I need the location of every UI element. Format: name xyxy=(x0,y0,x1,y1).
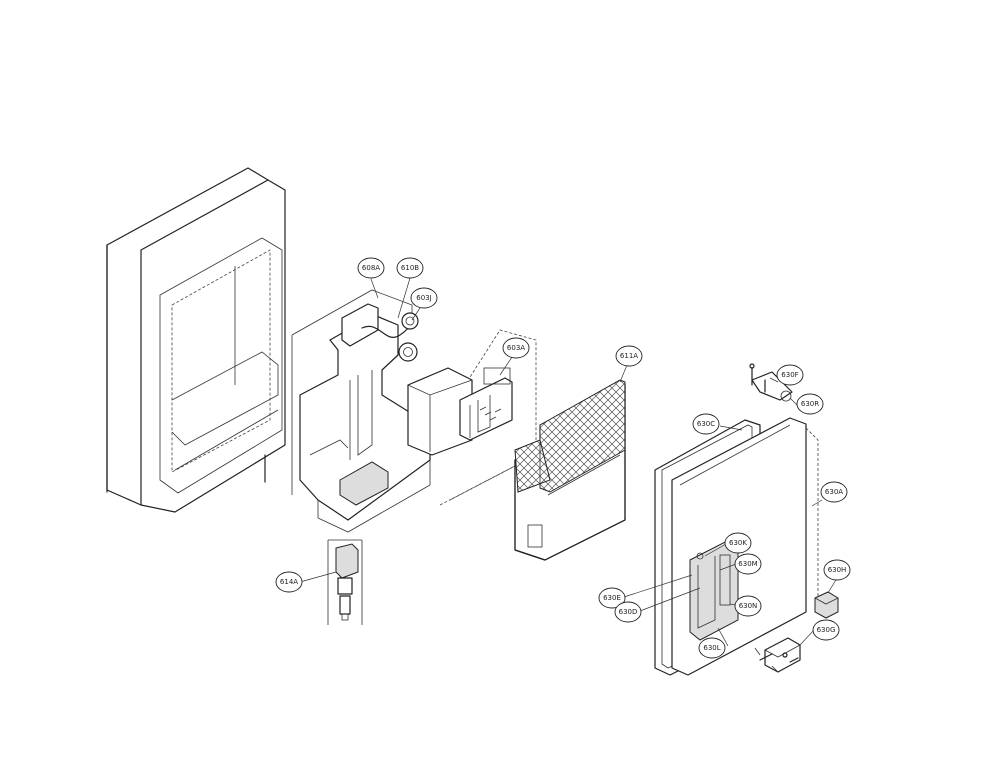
callout-630D: 630D xyxy=(614,601,642,623)
callout-label: 614A xyxy=(280,578,298,586)
callout-630F: 630F xyxy=(776,364,804,386)
callout-label: 611A xyxy=(620,352,638,360)
callout-603A: 603A xyxy=(502,337,530,359)
callout-label: 630D xyxy=(619,608,638,616)
callout-label: 630M xyxy=(738,560,757,568)
callout-630C: 630C xyxy=(692,413,720,435)
callout-label: 630H xyxy=(828,566,847,574)
callout-label: 603J xyxy=(416,294,431,302)
callout-630M: 630M xyxy=(734,553,762,575)
callout-label: 603A xyxy=(507,344,525,352)
callout-630A: 630A xyxy=(820,481,848,503)
door-liner-panel xyxy=(106,167,286,513)
callout-630E: 630E xyxy=(598,587,626,609)
callout-630G: 630G xyxy=(812,619,840,641)
callout-614A: 614A xyxy=(275,571,303,593)
callout-608A: 608A xyxy=(357,257,385,279)
switch-actuator-614A xyxy=(327,539,363,625)
callout-label: 630C xyxy=(697,420,715,428)
callout-630L: 630L xyxy=(698,637,726,659)
callout-630R: 630R xyxy=(796,393,824,415)
wire-harness xyxy=(361,312,419,362)
callout-630N: 630N xyxy=(734,595,762,617)
callout-label: 630L xyxy=(703,644,720,652)
dispenser-cover-611A xyxy=(514,379,626,561)
callout-label: 630K xyxy=(729,539,747,547)
callout-label: 630N xyxy=(739,602,758,610)
hinge-bracket-630F xyxy=(749,363,793,402)
callout-label: 630A xyxy=(825,488,843,496)
callout-630H: 630H xyxy=(823,559,851,581)
callout-610B: 610B xyxy=(396,257,424,279)
dispenser-motor-assembly xyxy=(407,367,513,456)
callout-611A: 611A xyxy=(615,345,643,367)
callout-label: 610B xyxy=(401,264,419,272)
bracket-630G xyxy=(754,637,801,673)
callout-630K: 630K xyxy=(724,532,752,554)
callout-603J: 603J xyxy=(410,287,438,309)
leader-lines xyxy=(299,277,838,647)
callout-label: 630R xyxy=(801,400,819,408)
callout-label: 630E xyxy=(603,594,621,602)
callout-label: 608A xyxy=(362,264,380,272)
callout-label: 630F xyxy=(781,371,798,379)
part-630H xyxy=(814,591,839,619)
callout-label: 630G xyxy=(817,626,836,634)
